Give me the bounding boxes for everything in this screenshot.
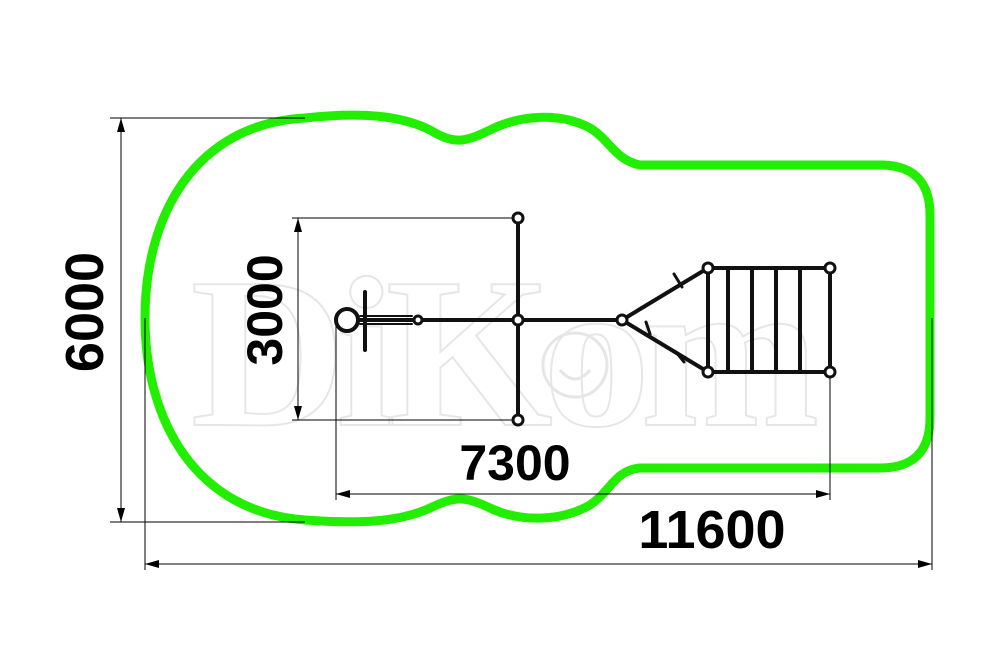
ladder	[706, 266, 832, 374]
smiley-watermark	[541, 331, 609, 399]
watermark: DiKom	[191, 233, 817, 472]
safety-zone-outline	[140, 110, 935, 527]
v-lower	[620, 318, 710, 374]
equipment	[334, 211, 837, 427]
equipment-length-label: 7300	[459, 435, 570, 491]
steering-wheel-icon	[334, 307, 360, 333]
equipment-height-label: 3000	[237, 254, 293, 365]
total-length-label: 11600	[638, 500, 785, 560]
post-nodes	[412, 211, 837, 427]
v-upper	[620, 266, 710, 322]
total-height-label: 6000	[55, 252, 115, 372]
dimension-arrowheads	[117, 118, 932, 568]
dimension-lines	[110, 117, 933, 570]
